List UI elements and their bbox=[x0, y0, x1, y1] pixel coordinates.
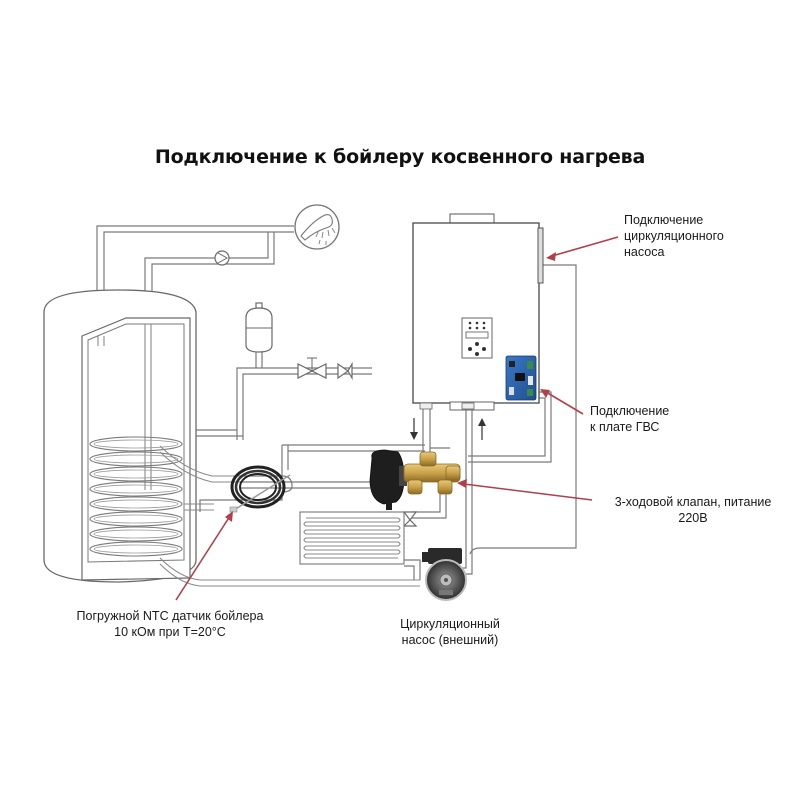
label-line: Погружной NTC датчик бойлера bbox=[76, 609, 264, 623]
control-panel bbox=[461, 317, 493, 359]
bypass-valve-icon bbox=[402, 511, 418, 527]
ntc-pointer bbox=[175, 515, 231, 601]
ntc-sensor-icon bbox=[229, 465, 291, 513]
pump-connection-pointer bbox=[551, 236, 619, 257]
label-line: Подключение bbox=[624, 213, 704, 227]
dhw-pipes bbox=[96, 225, 372, 440]
valve-pointer bbox=[463, 483, 593, 501]
label-line: Циркуляционный bbox=[400, 617, 500, 631]
label-line: 10 кОм при Т=20°С bbox=[114, 625, 226, 639]
label-line: насос (внешний) bbox=[401, 633, 499, 647]
circulation-pump-label: Циркуляционный насос (внешний) bbox=[380, 616, 520, 648]
three-way-valve-icon bbox=[369, 449, 461, 510]
radiator-icon bbox=[299, 511, 421, 580]
dhw-board-pointer bbox=[545, 391, 584, 415]
label-line: к плате ГВС bbox=[590, 420, 660, 434]
recirculation-pump-icon bbox=[214, 250, 230, 266]
pump-connection-label: Подключение циркуляционного насоса bbox=[624, 212, 724, 260]
label-line: 3-ходовой клапан, питание bbox=[614, 495, 772, 509]
label-line: насоса bbox=[624, 245, 665, 259]
dhw-board-label: Подключение к плате ГВС bbox=[590, 403, 669, 435]
boiler-tank bbox=[43, 289, 420, 587]
expansion-tank-icon bbox=[245, 302, 273, 353]
circulation-pump-icon bbox=[422, 548, 467, 601]
label-line: Подключение bbox=[590, 404, 670, 418]
annotation-arrows bbox=[175, 236, 619, 601]
label-line: циркуляционного bbox=[624, 229, 724, 243]
ntc-sensor-label: Погружной NTC датчик бойлера 10 кОм при … bbox=[50, 608, 290, 640]
check-valve-icon bbox=[337, 361, 353, 381]
gas-boiler bbox=[412, 213, 544, 411]
shower-icon bbox=[294, 204, 340, 250]
flow-arrows bbox=[410, 418, 486, 440]
label-line: 220В bbox=[678, 511, 708, 525]
shutoff-valve-icon bbox=[297, 357, 327, 379]
dhw-control-board bbox=[505, 355, 537, 401]
page-title: Подключение к бойлеру косвенного нагрева bbox=[154, 146, 646, 168]
three-way-valve-label: 3-ходовой клапан, питание 220В bbox=[598, 494, 788, 526]
